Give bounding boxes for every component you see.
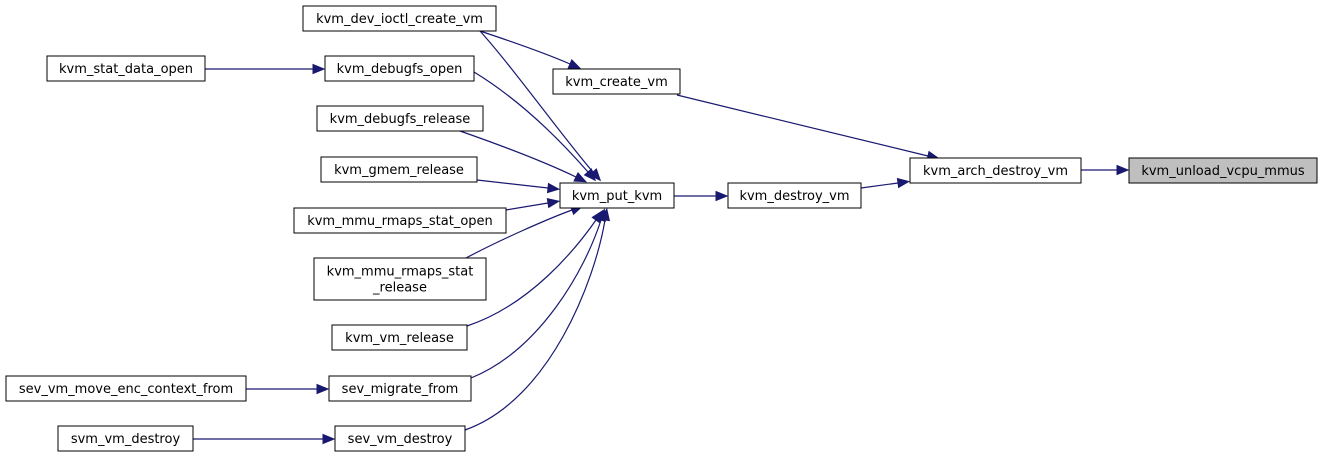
node-kvm-mmu-rmaps-stat-release[interactable]: kvm_mmu_rmaps_stat_release (313, 257, 487, 301)
node-box (5, 375, 247, 402)
node-label: kvm_unload_vcpu_mmus (1141, 164, 1305, 179)
edge-kvm-dev-ioctl-create-vm-to-kvm-create-vm (479, 30, 582, 69)
node-label: sev_migrate_from (342, 382, 459, 397)
edge-arrowhead (546, 197, 561, 209)
node-label: kvm_put_kvm (572, 189, 662, 204)
edge-kvm-debugfs-open-to-kvm-put-kvm (473, 71, 597, 182)
node-kvm-gmem-release[interactable]: kvm_gmem_release (320, 156, 478, 183)
node-label: kvm_vm_release (345, 331, 454, 346)
node-kvm-debugfs-open[interactable]: kvm_debugfs_open (324, 55, 475, 82)
node-sev-migrate-from[interactable]: sev_migrate_from (328, 375, 472, 402)
node-label: svm_vm_destroy (71, 432, 181, 447)
edge-sev-vm-destroy-to-kvm-put-kvm (464, 207, 611, 431)
node-kvm-vm-release[interactable]: kvm_vm_release (331, 324, 468, 351)
node-box (328, 375, 472, 402)
edge-arrowhead (322, 433, 336, 445)
node-label: kvm_destroy_vm (739, 189, 849, 204)
node-box (1128, 157, 1318, 184)
node-kvm-stat-data-open[interactable]: kvm_stat_data_open (46, 55, 206, 82)
node-kvm-unload-vcpu-mmus[interactable]: kvm_unload_vcpu_mmus (1128, 157, 1318, 184)
edge-sev-vm-move-enc-context-from-to-sev-migrate-from (246, 383, 330, 395)
node-kvm-arch-destroy-vm[interactable]: kvm_arch_destroy_vm (909, 157, 1082, 184)
edge-arrowhead (1116, 164, 1130, 176)
node-box (324, 55, 475, 82)
node-svm-vm-destroy[interactable]: svm_vm_destroy (57, 425, 194, 452)
edge-arrowhead (316, 383, 330, 395)
node-label: kvm_mmu_rmaps_stat (327, 265, 474, 280)
node-box (313, 257, 487, 301)
node-box (320, 156, 478, 183)
node-kvm-dev-ioctl-create-vm[interactable]: kvm_dev_ioctl_create_vm (302, 5, 497, 32)
edge-line (470, 219, 602, 379)
node-label: sev_vm_destroy (348, 432, 453, 447)
node-box (46, 55, 206, 82)
node-box (57, 425, 194, 452)
edge-arrowhead (546, 182, 561, 194)
edge-kvm-destroy-vm-to-kvm-arch-destroy-vm (860, 177, 911, 189)
edge-arrowhead (588, 168, 602, 182)
node-label: kvm_debugfs_release (330, 112, 471, 127)
edge-arrowhead (599, 207, 611, 222)
edge-arrowhead (573, 172, 588, 183)
node-box (559, 182, 675, 209)
edge-kvm-create-vm-to-kvm-arch-destroy-vm (676, 94, 940, 162)
edge-arrowhead (896, 177, 911, 189)
node-kvm-mmu-rmaps-stat-open[interactable]: kvm_mmu_rmaps_stat_open (293, 207, 507, 234)
node-box (293, 207, 507, 234)
edge-arrowhead (715, 190, 729, 202)
edge-line (466, 219, 597, 327)
edge-arrowhead (312, 63, 326, 75)
node-box (334, 425, 466, 452)
edge-kvm-gmem-release-to-kvm-put-kvm (476, 179, 561, 194)
edge-line (505, 202, 549, 211)
edge-kvm-put-kvm-to-kvm-destroy-vm (674, 190, 729, 202)
edge-line (459, 130, 577, 178)
edge-line (476, 179, 549, 189)
edge-line (860, 182, 899, 189)
edge-arrowhead (583, 168, 597, 182)
node-sev-vm-move-enc-context-from[interactable]: sev_vm_move_enc_context_from (5, 375, 247, 402)
node-label: sev_vm_move_enc_context_from (19, 382, 233, 397)
edge-line (464, 219, 606, 431)
edge-kvm-arch-destroy-vm-to-kvm-unload-vcpu-mmus (1081, 164, 1130, 176)
node-kvm-create-vm[interactable]: kvm_create_vm (552, 68, 681, 95)
edge-line (479, 30, 594, 173)
edge-line (465, 209, 573, 259)
node-box (302, 5, 497, 32)
edge-kvm-stat-data-open-to-kvm-debugfs-open (205, 63, 326, 75)
node-label: kvm_create_vm (565, 75, 668, 90)
node-kvm-debugfs-release[interactable]: kvm_debugfs_release (316, 105, 484, 132)
node-sev-vm-destroy[interactable]: sev_vm_destroy (334, 425, 466, 452)
node-layer: kvm_unload_vcpu_mmuskvm_arch_destroy_vmk… (5, 5, 1318, 452)
node-kvm-put-kvm[interactable]: kvm_put_kvm (559, 182, 675, 209)
node-box (316, 105, 484, 132)
node-label: kvm_stat_data_open (59, 62, 193, 77)
node-box (909, 157, 1082, 184)
edge-kvm-dev-ioctl-create-vm-to-kvm-put-kvm (479, 30, 602, 182)
node-box (552, 68, 681, 95)
node-kvm-destroy-vm[interactable]: kvm_destroy_vm (727, 182, 862, 209)
node-label: kvm_arch_destroy_vm (923, 164, 1068, 179)
edge-kvm-mmu-rmaps-stat-open-to-kvm-put-kvm (505, 197, 561, 211)
edge-line (473, 71, 589, 173)
node-box (727, 182, 862, 209)
node-box (331, 324, 468, 351)
node-label: _release (372, 281, 427, 296)
node-label: kvm_dev_ioctl_create_vm (316, 12, 483, 27)
edge-line (479, 30, 571, 65)
node-label: kvm_gmem_release (334, 163, 464, 178)
edge-kvm-debugfs-release-to-kvm-put-kvm (459, 130, 588, 183)
edge-svm-vm-destroy-to-sev-vm-destroy (193, 433, 336, 445)
node-label: kvm_mmu_rmaps_stat_open (307, 214, 493, 229)
node-label: kvm_debugfs_open (337, 62, 463, 77)
edge-line (676, 94, 929, 157)
edge-arrowhead (567, 59, 582, 69)
